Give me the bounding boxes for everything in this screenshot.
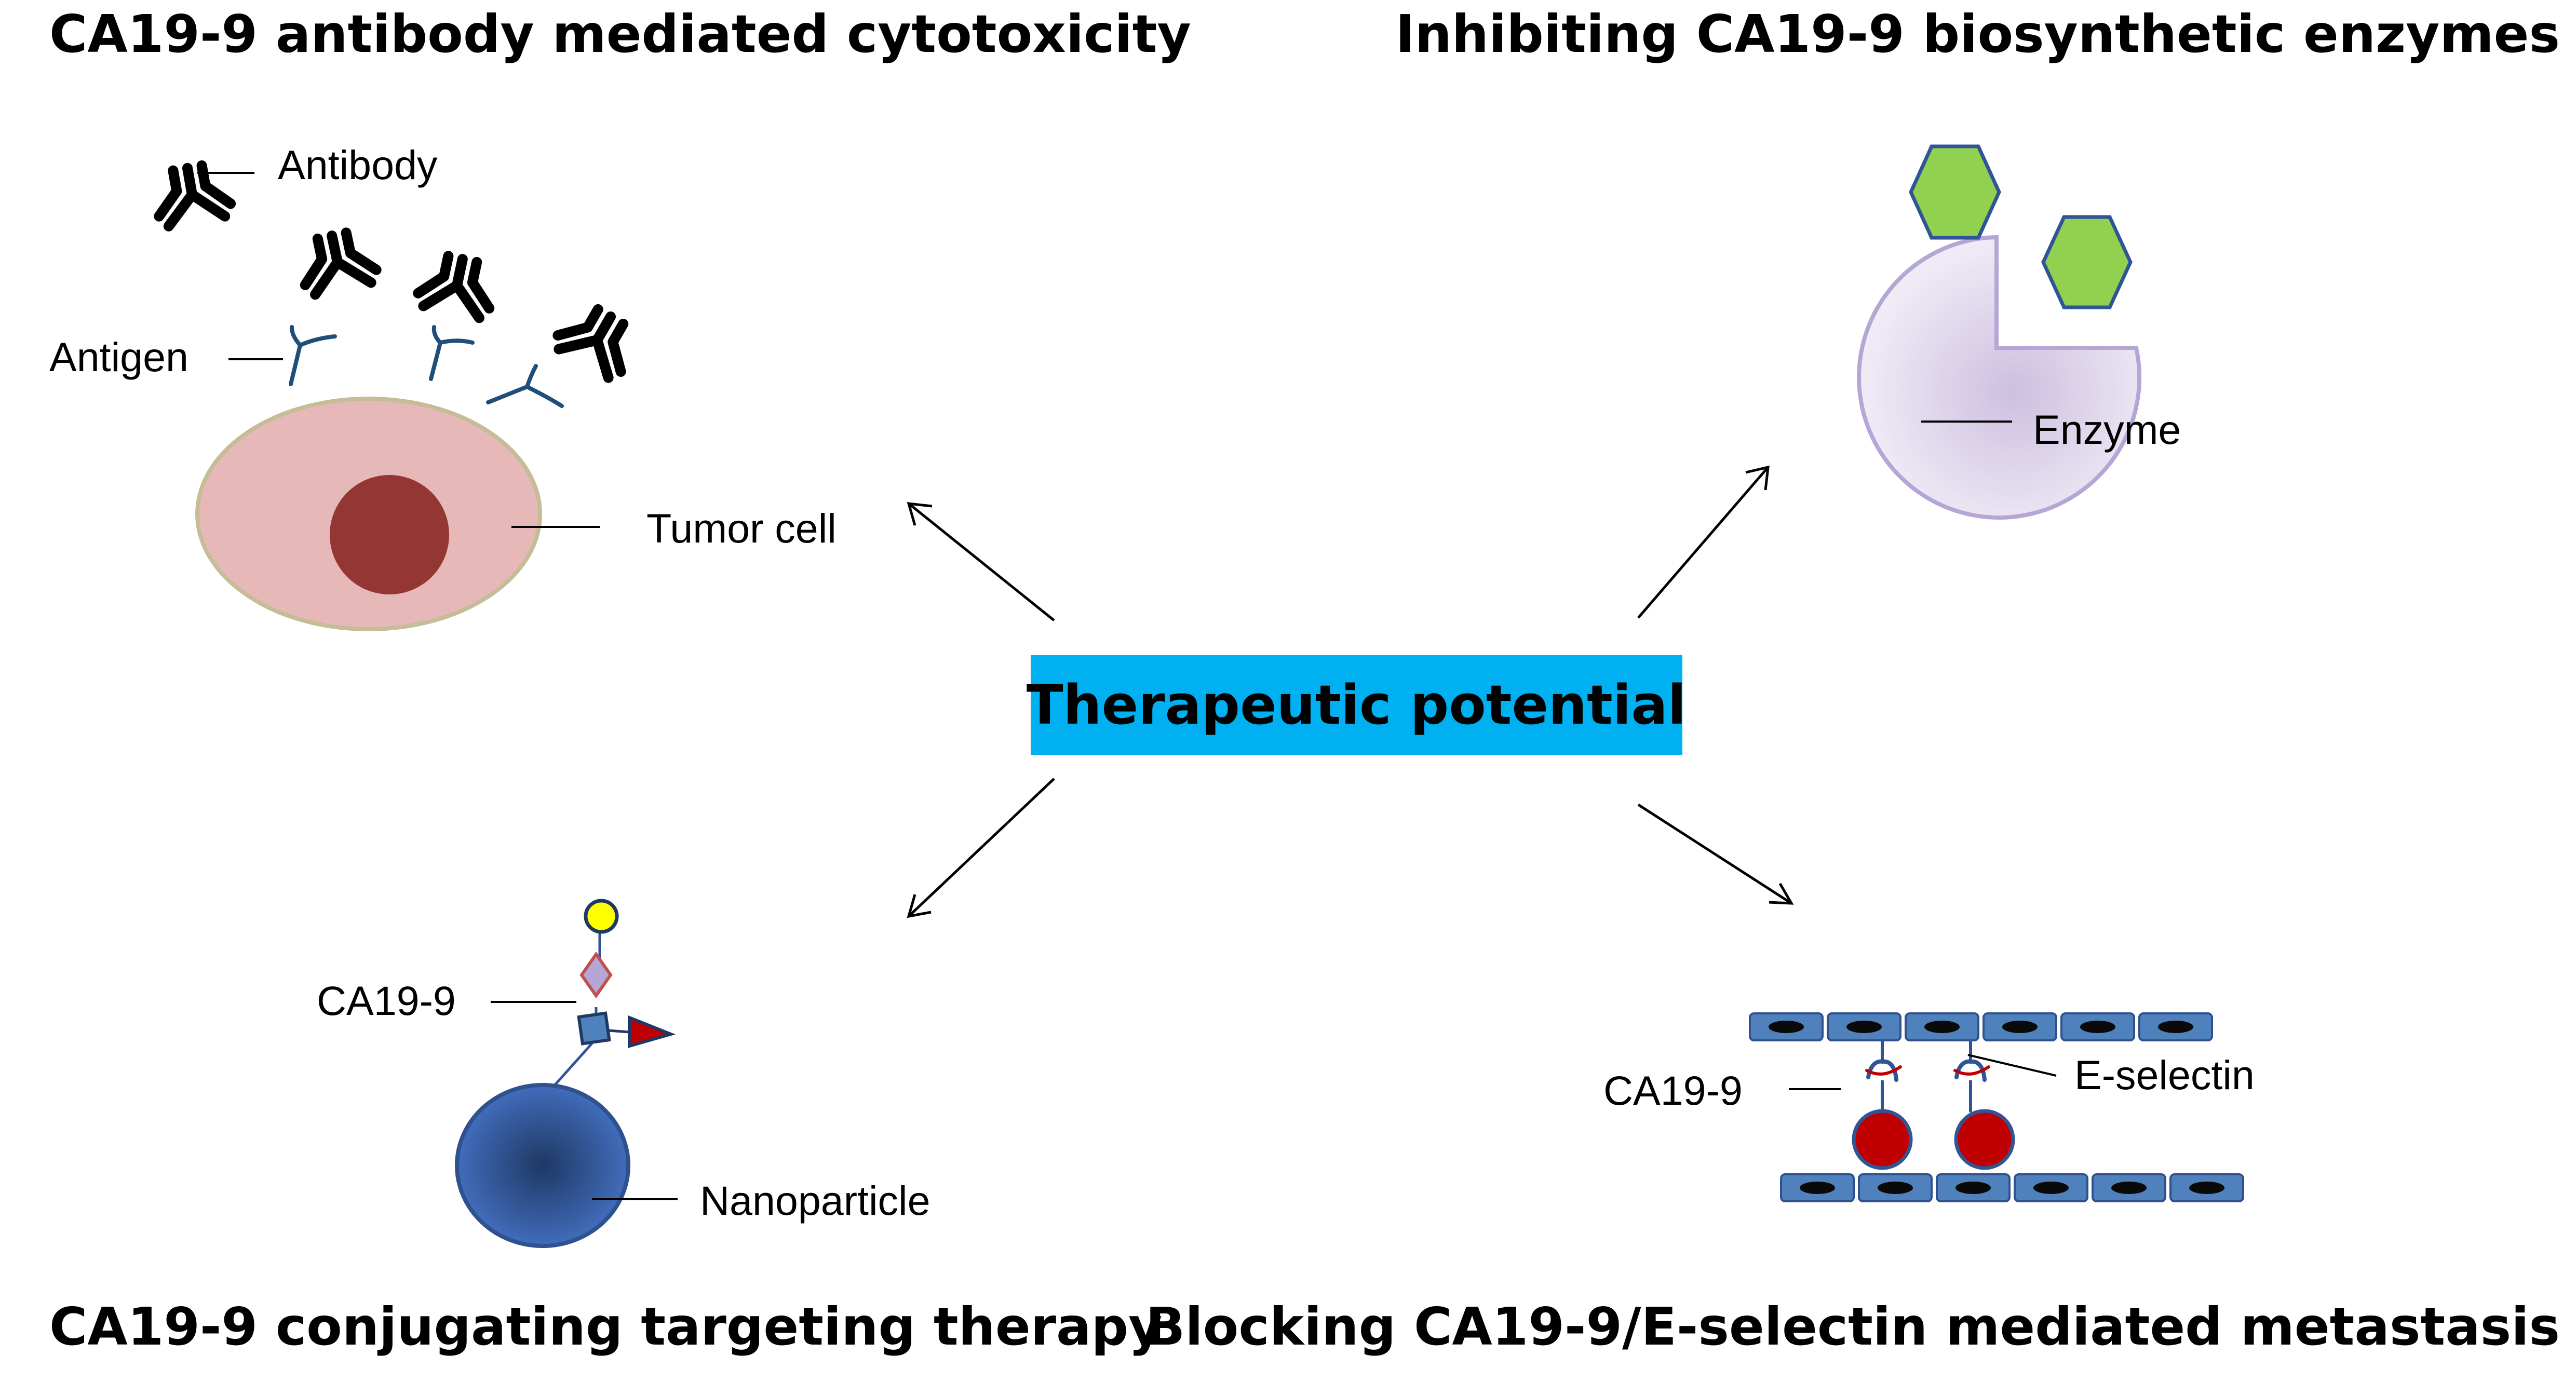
glcnac-icon: [577, 1011, 611, 1046]
nanoparticle-figure: CA19-9 Nanoparticle: [317, 899, 930, 1248]
sialic-acid-icon: [579, 951, 613, 999]
antigen-icon: [289, 325, 337, 386]
title-antibody-cytotoxicity: CA19-9 antibody mediated cytotoxicity: [49, 4, 1191, 64]
title-eselectin-metastasis: Blocking CA19-9/E-selectin mediated meta…: [1145, 1296, 2560, 1357]
eselectin-label: E-selectin: [2074, 1052, 2255, 1098]
arrow-to-top-right: [1637, 465, 1770, 619]
ca19-9-label: CA19-9: [317, 978, 456, 1024]
center-title: Therapeutic potential: [1027, 673, 1687, 737]
endothelium-top: [1749, 1012, 2213, 1041]
vessel-figure: CA19-9 E-selectin: [1603, 1012, 2255, 1202]
arrow-to-bottom-right: [1637, 803, 1794, 905]
tumor-cell-figure: Antibody Antigen Tumor cell: [49, 142, 837, 631]
enzyme-label: Enzyme: [2033, 406, 2181, 453]
antigen-icon: [429, 325, 475, 381]
center-box: [1031, 655, 1682, 755]
arrow-to-top-left: [907, 502, 1055, 621]
endothelium-bottom: [1780, 1173, 2244, 1202]
title-conjugating-therapy: CA19-9 conjugating targeting therapy: [49, 1296, 1162, 1357]
eselectin-binding-left: [1865, 1039, 1902, 1113]
galactose-icon: [584, 899, 619, 934]
antibody-icon: [152, 162, 233, 228]
nanoparticle: [455, 1083, 630, 1248]
arrow-to-bottom-left: [907, 778, 1055, 918]
antibody-icon: [416, 252, 498, 320]
enzyme-shape: [1857, 235, 2142, 520]
eselectin-binding-right: [1953, 1039, 1990, 1113]
antigen-icon: [486, 364, 564, 408]
antigen-label: Antigen: [49, 334, 188, 380]
tumor-cell-circulating: [1852, 1109, 1913, 1170]
fucose-icon: [628, 1015, 676, 1048]
antibody-icon: [552, 299, 642, 382]
tumor-nucleus: [330, 475, 449, 594]
eselectin-leader: [1967, 1054, 2057, 1077]
tumor-cell-circulating: [1954, 1109, 2015, 1170]
antibody-icon: [296, 228, 379, 296]
nanoparticle-label: Nanoparticle: [700, 1177, 930, 1224]
enzyme-figure: Enzyme: [1857, 144, 2181, 520]
antibody-label: Antibody: [278, 142, 438, 188]
ca19-9-label: CA19-9: [1603, 1067, 1743, 1114]
hexagon-icon: [1909, 144, 2001, 240]
tumor-cell-label: Tumor cell: [646, 505, 837, 551]
hexagon-icon: [2041, 215, 2133, 309]
title-biosynthetic-enzymes: Inhibiting CA19-9 biosynthetic enzymes: [1395, 4, 2560, 64]
tether-line: [608, 1029, 630, 1034]
